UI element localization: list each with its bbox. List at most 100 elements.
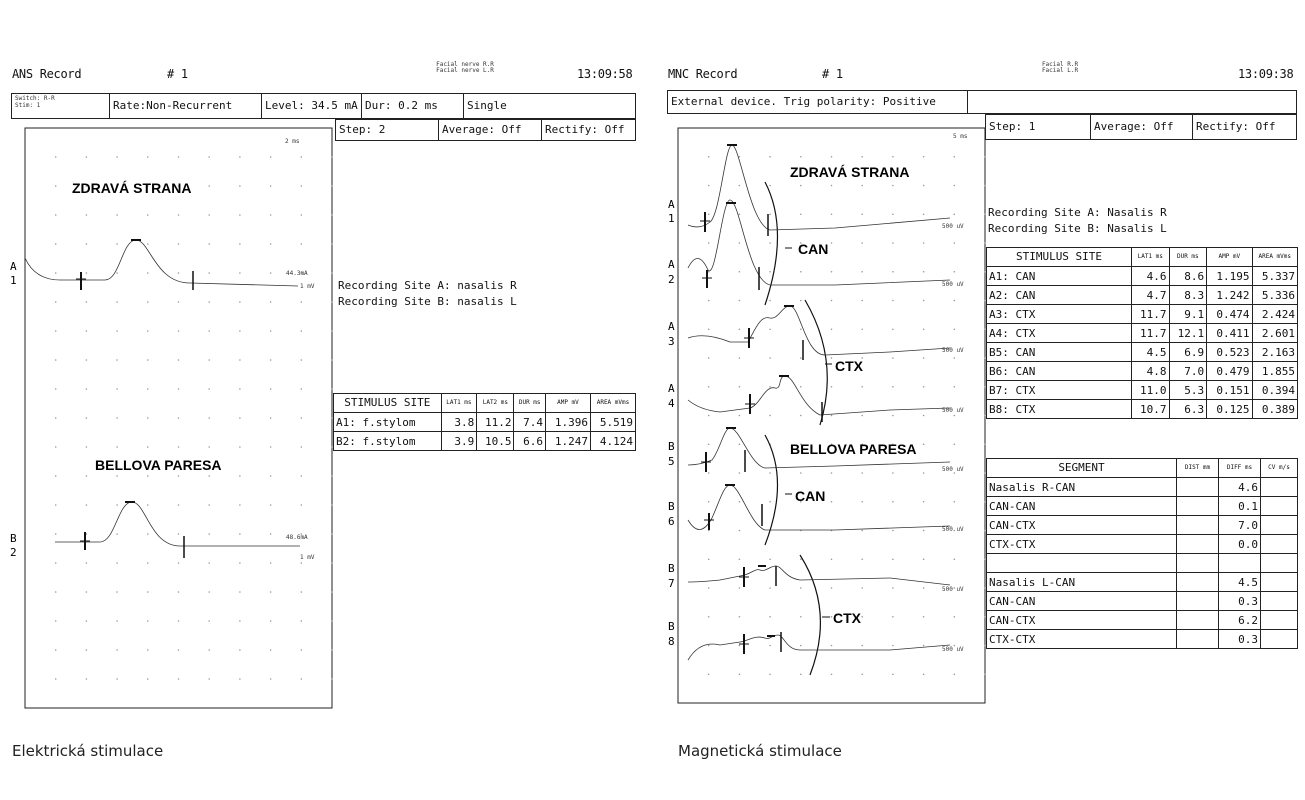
- grid-dot: [331, 417, 333, 419]
- grid-dot: [331, 504, 333, 506]
- grid-dot: [85, 330, 88, 332]
- grid-dot: [861, 184, 863, 187]
- grid-dot: [707, 644, 710, 647]
- grid-dot: [85, 562, 88, 564]
- grid-dot: [738, 644, 741, 647]
- grid-dot: [208, 156, 210, 158]
- right-record-title: MNC Record: [668, 67, 738, 81]
- grid-dot: [738, 385, 741, 388]
- grid-dot: [269, 562, 272, 564]
- right-trace-gain: 500 uV: [942, 407, 964, 414]
- right-trace-ch: A: [668, 258, 675, 271]
- grid-dot: [800, 414, 802, 417]
- grid-dot: [177, 475, 180, 477]
- grid-dot: [707, 673, 710, 676]
- grid-dot: [922, 357, 925, 359]
- grid-dot: [769, 270, 771, 273]
- grid-dot: [54, 562, 57, 564]
- grid-dot: [331, 475, 333, 477]
- grid-dot: [239, 649, 241, 651]
- left-mode-cell: Single: [467, 99, 507, 112]
- table-cell: [1176, 515, 1219, 535]
- grid-dot: [830, 673, 833, 676]
- grid-dot: [800, 299, 802, 302]
- grid-dot: [269, 620, 272, 622]
- right-trace-num: 2: [668, 273, 675, 286]
- table-cell: [986, 553, 1177, 573]
- grid-dot: [738, 155, 741, 158]
- left-dur-cell: Dur: 0.2 ms: [362, 94, 464, 118]
- grid-dot: [953, 328, 956, 331]
- right-trace-gain: 500 uV: [942, 586, 964, 593]
- left-rate-cell: Rate:Non-Recurrent: [110, 94, 262, 118]
- grid-dot: [208, 591, 210, 593]
- grid-dot: [738, 529, 741, 532]
- table-cell: 5.336: [1251, 285, 1299, 305]
- table-cell: [1176, 610, 1219, 630]
- grid-dot: [54, 475, 57, 477]
- grid-dot: [738, 587, 741, 589]
- table-cell: [1176, 591, 1219, 611]
- grid-dot: [239, 272, 241, 274]
- left-record-number: # 1: [167, 67, 188, 81]
- right-trace-gain: 500 uV: [942, 281, 964, 288]
- left-recording-site-a: Recording Site A: nasalis R: [338, 279, 517, 292]
- grid-dot: [800, 673, 802, 676]
- grid-dot: [54, 417, 57, 419]
- grid-dot: [239, 678, 241, 680]
- grid-dot: [830, 472, 833, 474]
- grid-dot: [85, 649, 88, 651]
- table-cell: 7.4: [513, 412, 546, 432]
- table-cell: 3.8: [440, 412, 478, 432]
- grid-dot: [177, 156, 180, 158]
- grid-dot: [922, 270, 925, 273]
- grid-dot: [85, 214, 88, 216]
- grid-dot: [147, 446, 149, 448]
- right-recording-sites: Recording Site A: Nasalis R Recording Si…: [988, 205, 1167, 237]
- grid-dot: [54, 301, 57, 303]
- right-arc-can-b: [764, 434, 778, 546]
- grid-dot: [861, 443, 863, 446]
- right-step: Step: 1: [986, 115, 1091, 139]
- right-trace-ch: B: [668, 620, 675, 633]
- grid-dot: [208, 359, 210, 361]
- grid-dot: [892, 328, 894, 331]
- grid-dot: [922, 242, 925, 244]
- table-cell: 11.2: [476, 412, 515, 432]
- grid-dot: [830, 328, 833, 331]
- grid-dot: [269, 185, 272, 187]
- left-trace-b: [55, 501, 300, 547]
- left-col-header: LAT2 ms: [476, 393, 515, 413]
- grid-dot: [984, 615, 986, 618]
- grid-dot: [707, 587, 710, 589]
- right-step-bar: Step: 1 Average: Off Rectify: Off: [985, 114, 1297, 140]
- grid-dot: [984, 443, 986, 446]
- grid-dot: [147, 562, 149, 564]
- table-cell: B5: CAN: [986, 342, 1132, 362]
- table-cell: 10.5: [476, 431, 515, 451]
- grid-dot: [892, 587, 894, 589]
- grid-dot: [984, 587, 986, 589]
- table-cell: 0.0: [1218, 534, 1261, 554]
- table-cell: 0.125: [1206, 399, 1253, 419]
- grid-dot: [800, 184, 802, 187]
- grid-dot: [54, 272, 57, 274]
- grid-dot: [953, 529, 956, 532]
- grid-dot: [953, 299, 956, 302]
- grid-dot: [331, 185, 333, 187]
- grid-dot: [830, 184, 833, 187]
- grid-dot: [208, 533, 210, 535]
- grid-dot: [892, 242, 894, 244]
- grid-dot: [116, 272, 118, 274]
- grid-dot: [54, 185, 57, 187]
- grid-dot: [922, 615, 925, 618]
- grid-dot: [800, 155, 802, 158]
- grid-dot: [953, 587, 956, 589]
- grid-dot: [707, 270, 710, 273]
- grid-dot: [800, 587, 802, 589]
- grid-dot: [922, 529, 925, 532]
